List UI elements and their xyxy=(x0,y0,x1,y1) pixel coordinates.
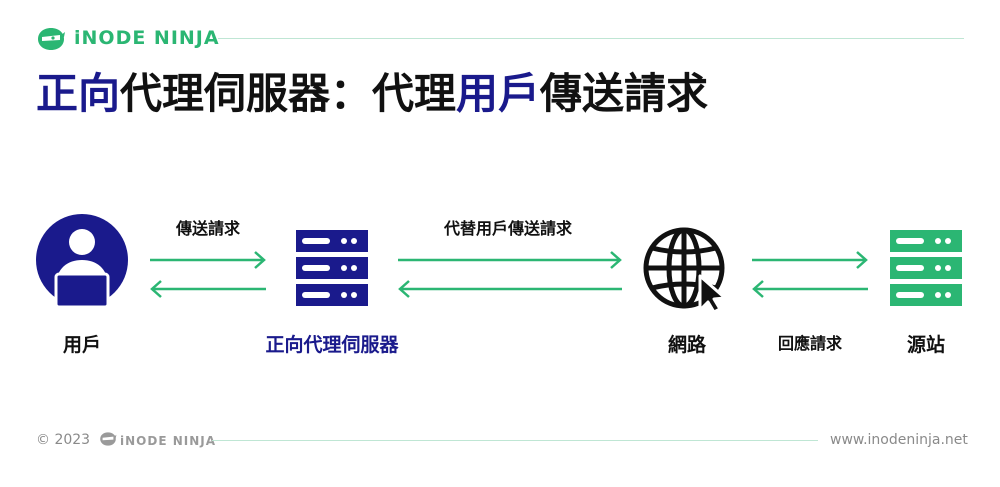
arrow-right-1 xyxy=(148,250,268,270)
proxy-node xyxy=(296,230,368,306)
ninja-logo-icon xyxy=(38,28,65,50)
proxy-server-icon xyxy=(296,230,368,306)
footer-logo-icon xyxy=(99,431,117,447)
origin-label: 源站 xyxy=(906,334,945,356)
user-label: 用戶 xyxy=(62,334,101,356)
internet-node xyxy=(642,226,732,312)
arrow-label-proxy-request: 代替用戶傳送請求 xyxy=(443,219,572,238)
origin-server-icon xyxy=(890,230,962,306)
title-highlight-forward: 正向 xyxy=(36,69,121,118)
footer-copyright: © 2023 xyxy=(36,432,91,448)
arrow-right-3 xyxy=(750,250,870,270)
arrow-label-send-request: 傳送請求 xyxy=(175,219,240,238)
internet-label: 網路 xyxy=(667,334,706,356)
header-divider xyxy=(218,38,964,39)
header-logo xyxy=(36,26,66,52)
arrow-left-3 xyxy=(750,279,870,299)
proxy-label: 正向代理伺服器 xyxy=(265,334,399,356)
arrow-left-1 xyxy=(148,279,268,299)
arrow-label-response: 回應請求 xyxy=(777,334,842,353)
footer-divider xyxy=(212,440,818,441)
footer-url: www.inodeninja.net xyxy=(830,432,968,448)
title-highlight-user: 用戶 xyxy=(456,69,541,118)
footer-brand: iNODE NINJA xyxy=(120,434,216,448)
arrow-right-2 xyxy=(396,250,624,270)
arrow-left-2 xyxy=(396,279,624,299)
user-node xyxy=(34,214,130,314)
title-text-1: 代理伺服器：代理 xyxy=(120,69,457,118)
user-laptop-icon xyxy=(36,214,128,309)
globe-cursor-icon xyxy=(643,227,727,312)
header-brand-name: iNODE NINJA xyxy=(74,27,220,49)
title-text-2: 傳送請求 xyxy=(540,69,709,118)
origin-node xyxy=(890,230,962,306)
page-title: 正向代理伺服器：代理用戶傳送請求 xyxy=(36,68,708,120)
